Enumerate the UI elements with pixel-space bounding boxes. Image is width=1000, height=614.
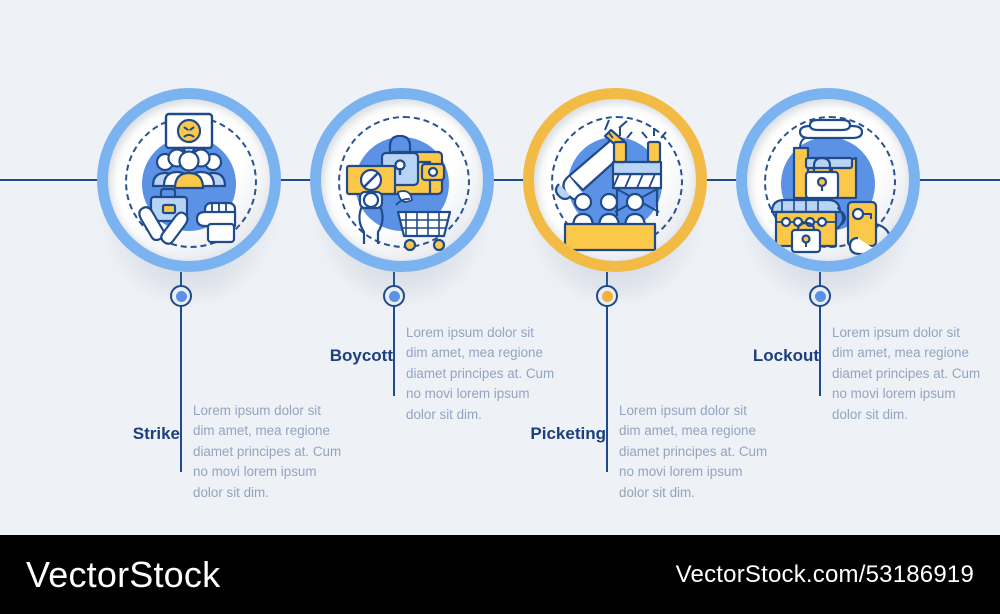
step-description-picketing: Lorem ipsum dolor sit dim amet, mea regi… bbox=[619, 403, 768, 500]
step-description-lockout: Lorem ipsum dolor sit dim amet, mea regi… bbox=[832, 325, 981, 422]
label-block-lockout: Lockout bbox=[669, 322, 819, 366]
circle-ring bbox=[736, 88, 920, 272]
step-title-strike: Strike bbox=[132, 424, 180, 443]
step-circle-strike[interactable] bbox=[97, 88, 281, 298]
watermark-bar: VectorStock VectorStock.com/53186919 bbox=[0, 535, 1000, 614]
step-title-picketing: Picketing bbox=[530, 424, 606, 443]
desc-block-picketing: Lorem ipsum dolor sit dim amet, mea regi… bbox=[619, 401, 771, 503]
step-circle-lockout[interactable] bbox=[736, 88, 920, 298]
timeline-dot-strike[interactable] bbox=[170, 285, 192, 307]
label-block-picketing: Picketing bbox=[456, 400, 606, 444]
stem-boycott bbox=[393, 272, 395, 396]
circle-ring bbox=[523, 88, 707, 272]
step-title-boycott: Boycott bbox=[329, 346, 393, 365]
vectorstock-brand: VectorStock bbox=[26, 553, 221, 595]
stem-lockout bbox=[819, 272, 821, 396]
desc-block-strike: Lorem ipsum dolor sit dim amet, mea regi… bbox=[193, 401, 345, 503]
step-circle-picketing[interactable] bbox=[523, 88, 707, 298]
timeline-dot-lockout[interactable] bbox=[809, 285, 831, 307]
timeline-dot-boycott[interactable] bbox=[383, 285, 405, 307]
circle-ring bbox=[97, 88, 281, 272]
stem-strike bbox=[180, 272, 182, 472]
step-description-boycott: Lorem ipsum dolor sit dim amet, mea regi… bbox=[406, 325, 555, 422]
step-title-lockout: Lockout bbox=[752, 346, 819, 365]
timeline-dot-picketing[interactable] bbox=[596, 285, 618, 307]
timeline-baseline bbox=[0, 179, 1000, 181]
step-circle-boycott[interactable] bbox=[310, 88, 494, 298]
desc-block-lockout: Lorem ipsum dolor sit dim amet, mea regi… bbox=[832, 323, 984, 425]
vectorstock-url: VectorStock.com/53186919 bbox=[675, 560, 974, 588]
label-block-boycott: Boycott bbox=[243, 322, 393, 366]
circle-ring bbox=[310, 88, 494, 272]
step-description-strike: Lorem ipsum dolor sit dim amet, mea regi… bbox=[193, 403, 342, 500]
desc-block-boycott: Lorem ipsum dolor sit dim amet, mea regi… bbox=[406, 323, 558, 425]
label-block-strike: Strike bbox=[30, 400, 180, 444]
stem-picketing bbox=[606, 272, 608, 472]
